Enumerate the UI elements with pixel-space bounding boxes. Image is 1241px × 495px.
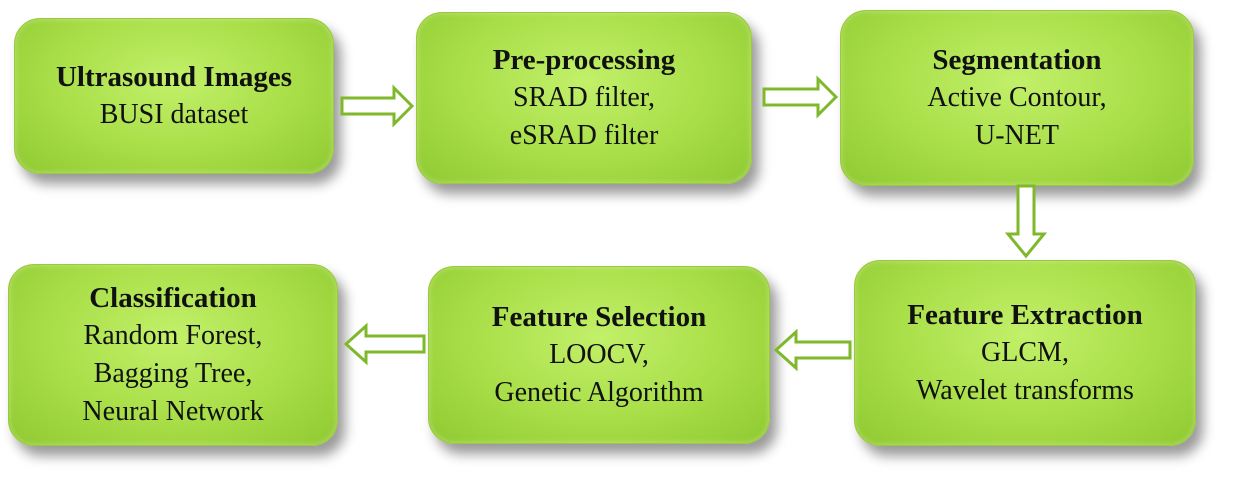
node-title: Feature Selection — [491, 300, 707, 333]
node-line: Bagging Tree, — [93, 357, 253, 389]
node-title: Classification — [89, 281, 257, 314]
arrow-down — [1004, 184, 1048, 259]
node-line: Random Forest, — [83, 319, 263, 351]
node-line: eSRAD filter — [509, 119, 659, 151]
node-line: LOOCV, — [549, 338, 649, 370]
node-classification: Classification Random Forest, Bagging Tr… — [8, 264, 338, 446]
node-line: Neural Network — [82, 395, 264, 427]
node-title: Ultrasound Images — [55, 60, 293, 93]
node-line: SRAD filter, — [513, 81, 655, 113]
node-line: GLCM, — [981, 336, 1069, 368]
node-segmentation: Segmentation Active Contour, U-NET — [840, 10, 1194, 186]
arrow-left-2 — [343, 322, 426, 366]
node-pre-processing: Pre-processing SRAD filter, eSRAD filter — [416, 12, 752, 184]
node-title: Segmentation — [932, 43, 1102, 76]
node-line: Wavelet transforms — [916, 374, 1134, 406]
node-line: Genetic Algorithm — [494, 376, 704, 408]
arrow-right-2 — [762, 75, 839, 119]
node-feature-extraction: Feature Extraction GLCM, Wavelet transfo… — [854, 260, 1196, 446]
arrow-left-1 — [773, 328, 852, 372]
node-feature-selection: Feature Selection LOOCV, Genetic Algorit… — [428, 266, 770, 444]
node-line: U-NET — [975, 119, 1059, 151]
node-title: Feature Extraction — [907, 298, 1143, 331]
node-line: Active Contour, — [927, 81, 1107, 113]
node-title: Pre-processing — [492, 43, 676, 76]
arrow-right-1 — [340, 84, 415, 128]
node-ultrasound-images: Ultrasound Images BUSI dataset — [14, 18, 334, 174]
node-line: BUSI dataset — [99, 98, 249, 130]
